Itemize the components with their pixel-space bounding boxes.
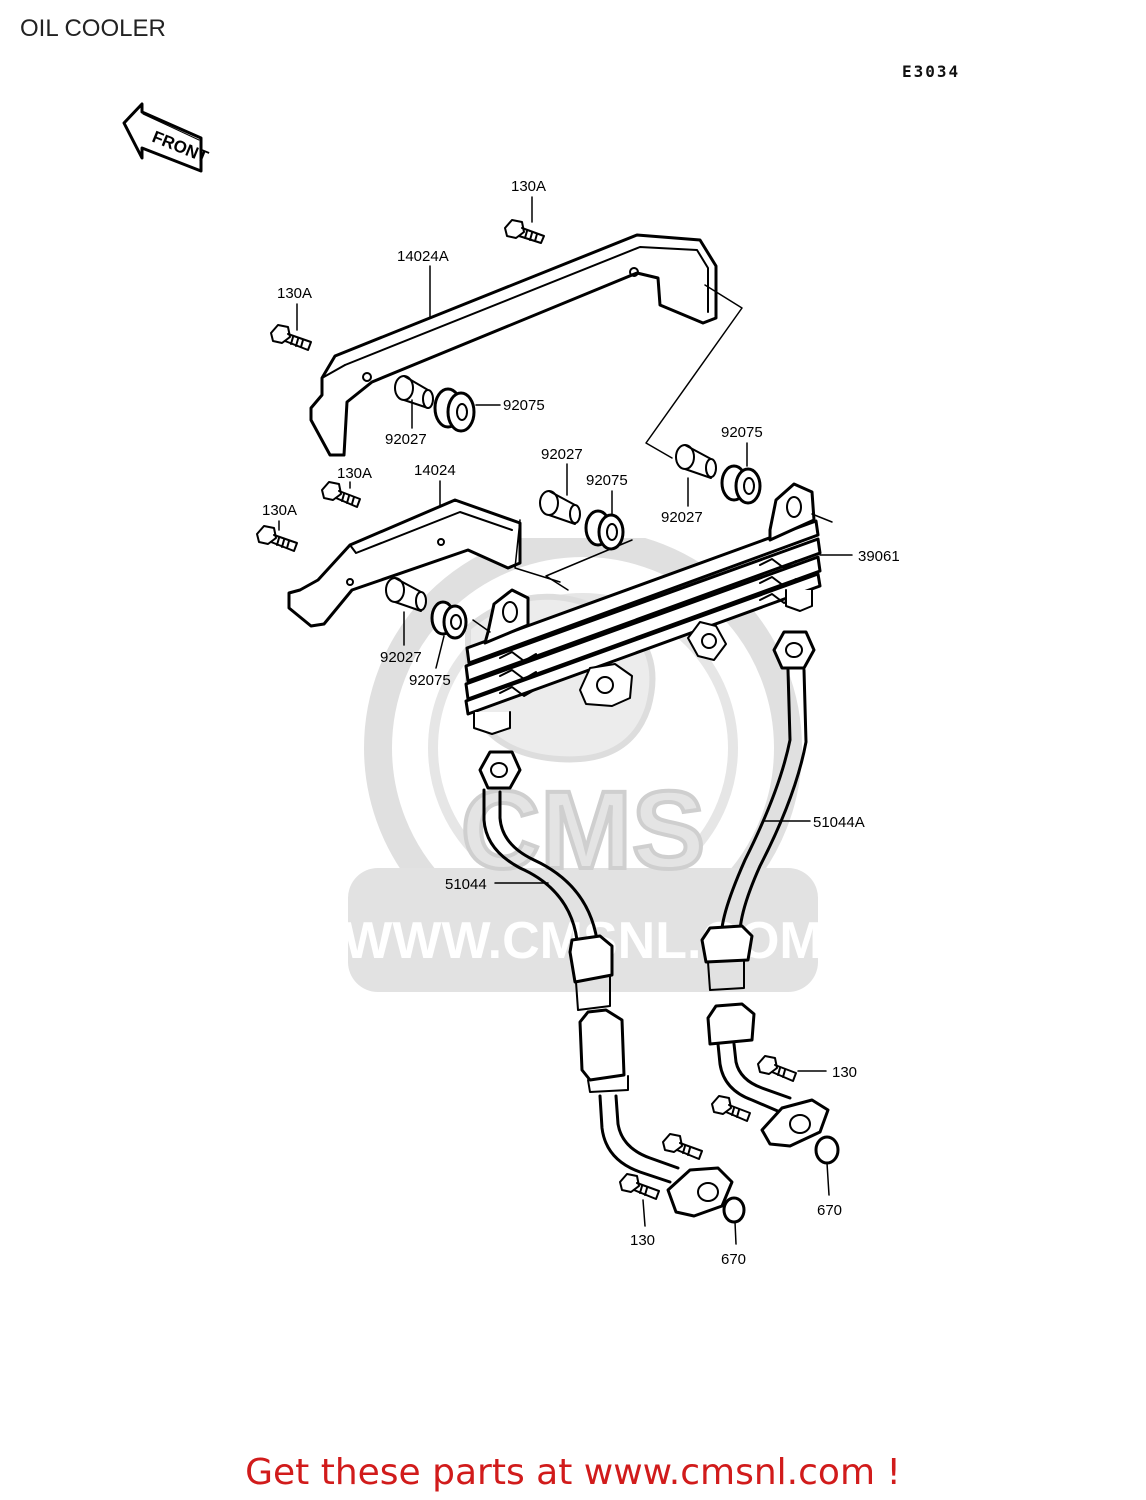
collar-92027-a [394,375,434,409]
collar-92027-d [385,577,427,612]
oil-pipe-51044 [478,750,734,1218]
bolt-130a-left [270,324,312,351]
page-title: OIL COOLER [20,15,166,42]
callout-92027-c: 92027 [661,509,703,526]
bolt-130-bottom-b [619,1173,660,1200]
callout-92027-b: 92027 [541,446,583,463]
grommet-92075-b [584,509,625,551]
callout-92027-a: 92027 [385,431,427,448]
callout-670-right: 670 [817,1202,842,1219]
callout-92075-b: 92075 [586,472,628,489]
callout-92075-c: 92075 [721,424,763,441]
callout-130-bottom: 130 [630,1232,655,1249]
callout-670-bottom: 670 [721,1251,746,1268]
callout-130a-mid: 130A [337,465,372,482]
bolt-130-bottom-a [662,1133,703,1160]
callout-92075-a: 92075 [503,397,545,414]
o-ring-670-right [814,1135,840,1165]
oil-cooler-core [464,482,822,735]
leader-lines [278,196,853,1245]
upper-bracket [309,233,718,457]
o-ring-670-bottom [722,1196,746,1224]
grommet-92075-c [720,464,762,505]
callout-51044: 51044 [445,876,487,893]
callout-14024a: 14024A [397,248,449,265]
bolt-130-right-a [757,1055,797,1082]
callout-130a-top: 130A [511,178,546,195]
bolt-130a-low [256,525,298,552]
grommet-92075-a [433,387,476,433]
callout-92027-d: 92027 [380,649,422,666]
bolt-130a-mid [321,481,361,508]
collar-92027-c [675,444,717,479]
callout-130a-left: 130A [277,285,312,302]
grommet-92075-d [430,600,468,640]
diagram-code: E3034 [902,62,961,81]
lower-bracket [287,498,522,628]
promo-banner[interactable]: Get these parts at www.cmsnl.com ! [245,1452,901,1493]
callout-39061: 39061 [858,548,900,565]
callout-14024: 14024 [414,462,456,479]
callout-51044a: 51044A [813,814,865,831]
front-arrow [122,102,203,173]
bolt-130-right-b [711,1095,751,1122]
oil-pipe-51044a [700,630,830,1148]
callout-130a-low: 130A [262,502,297,519]
callout-130-right: 130 [832,1064,857,1081]
collar-92027-b [539,490,581,525]
callout-92075-d: 92075 [409,672,451,689]
bolt-130a-top [504,219,545,244]
